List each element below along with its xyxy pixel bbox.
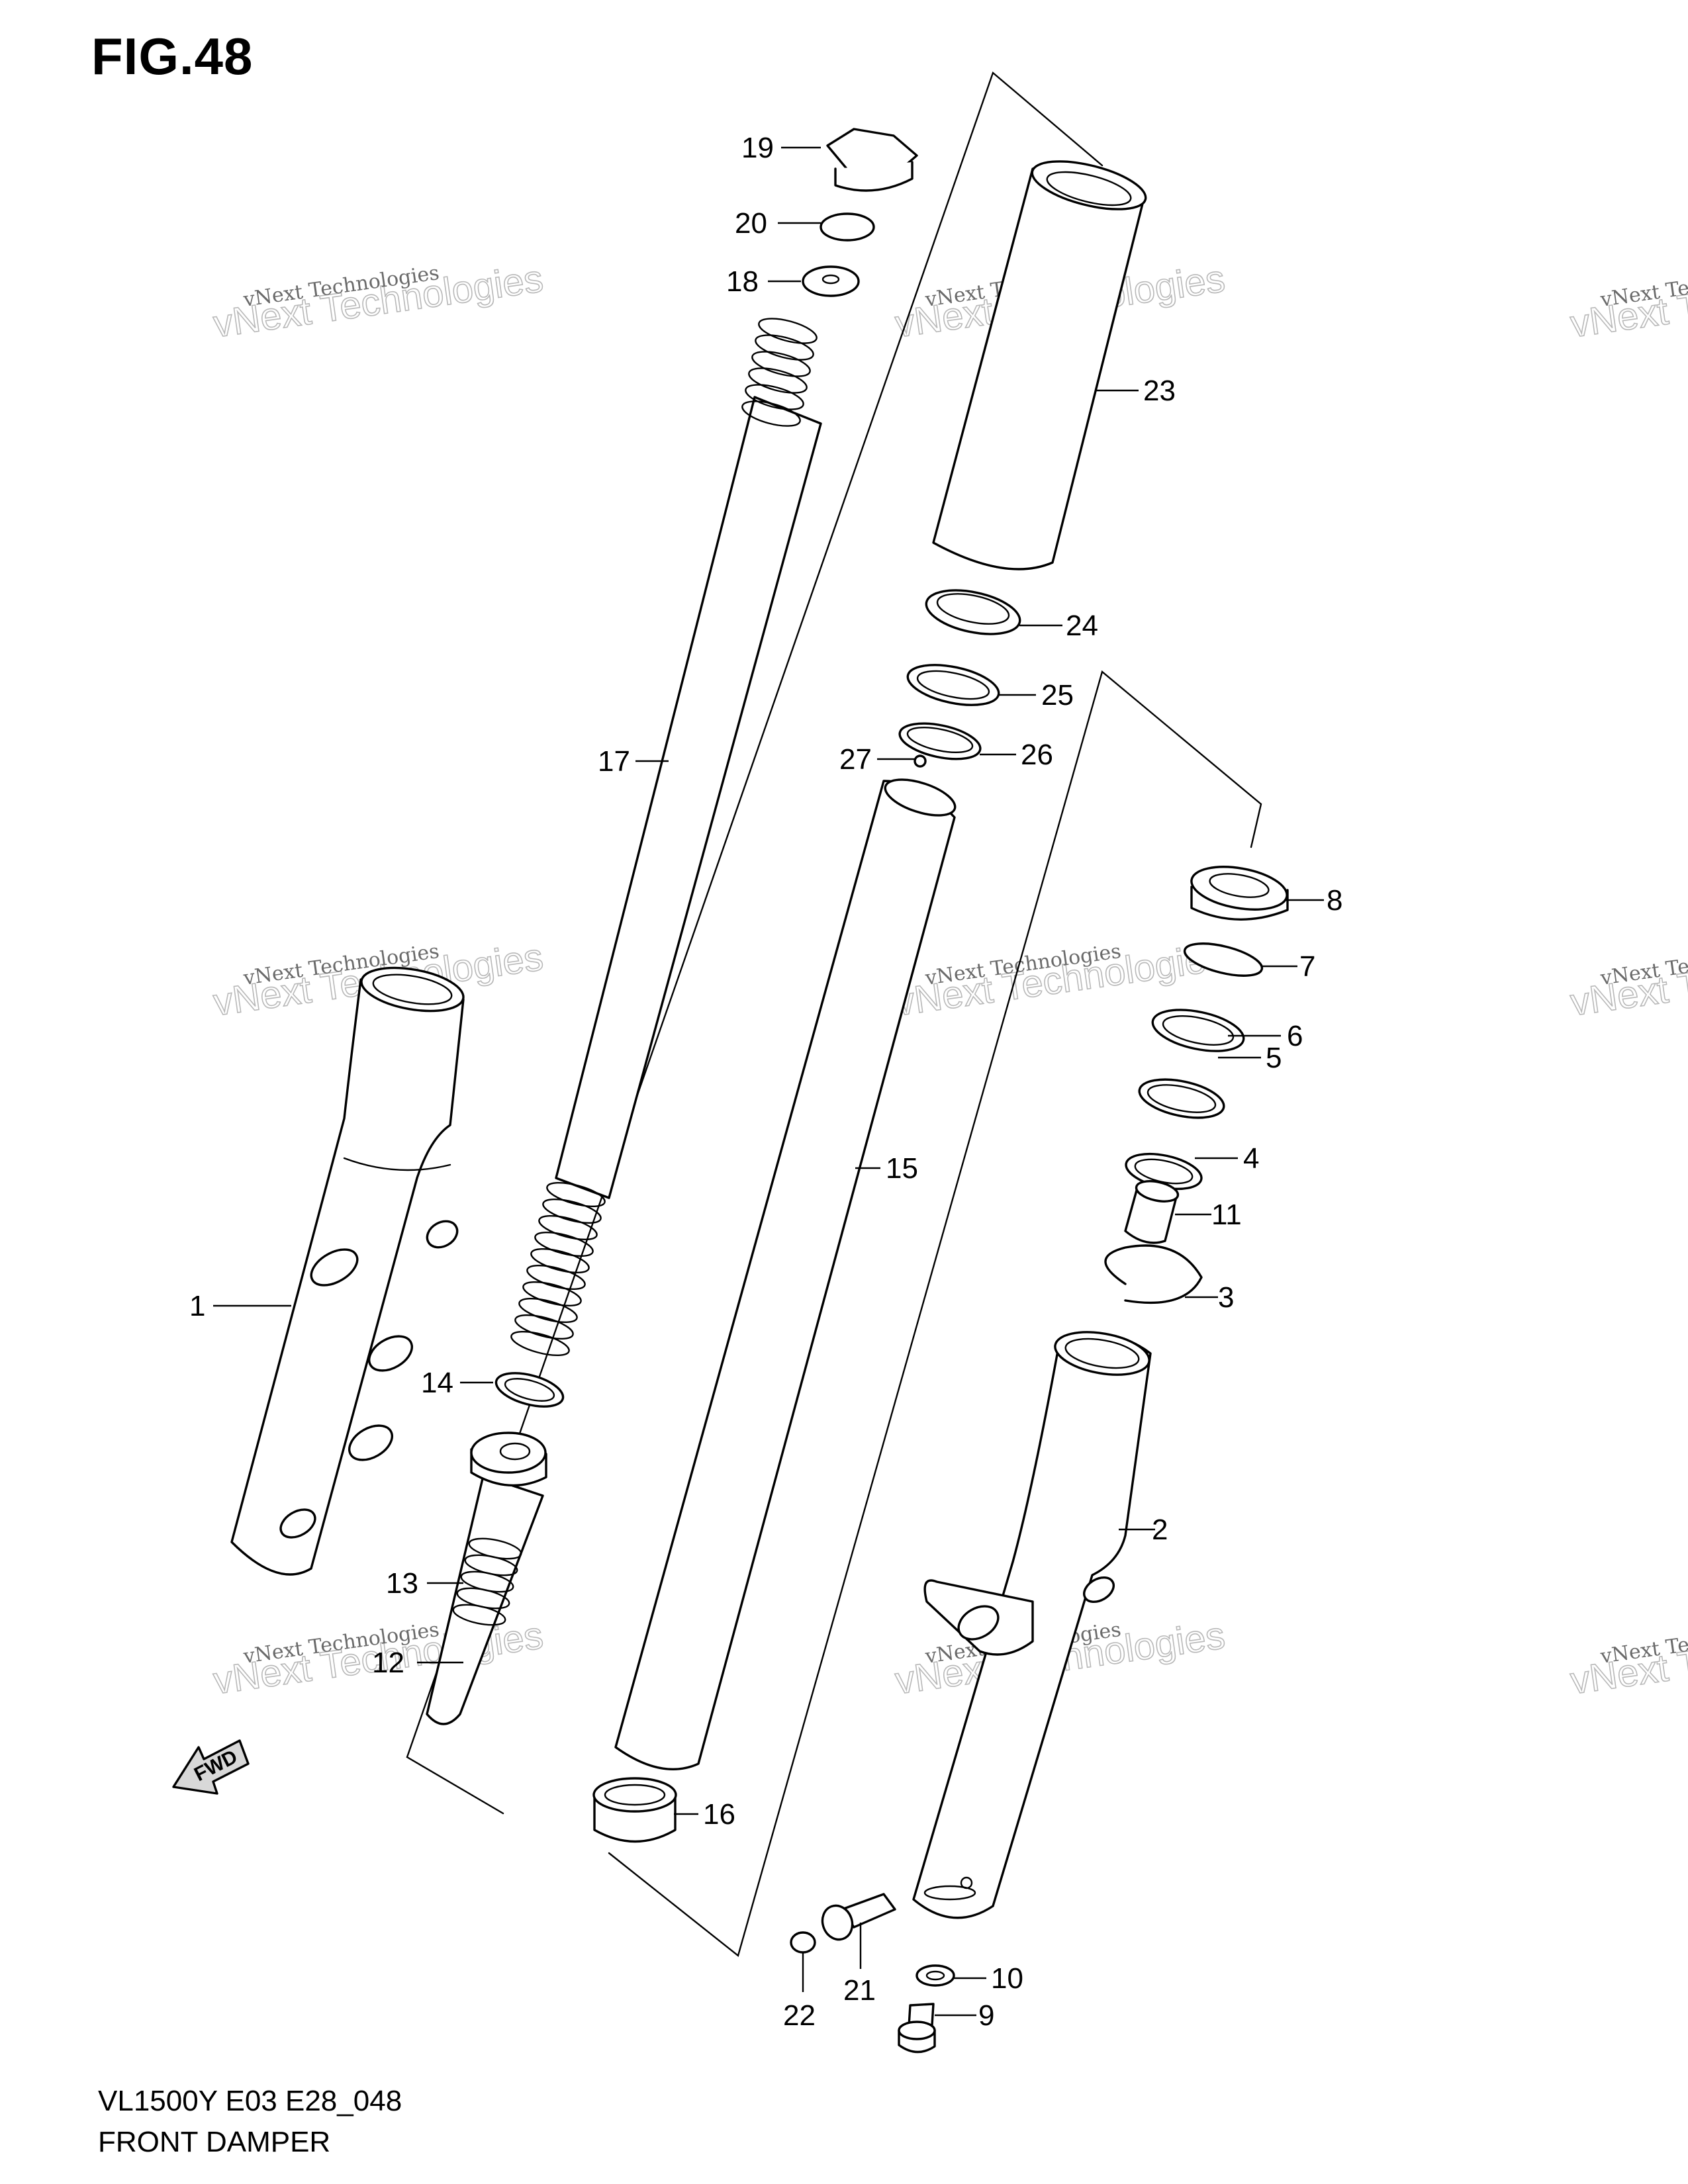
part-20-o-ring (820, 212, 875, 242)
watermark: vNext Technologies vNext Technologies (1568, 934, 1688, 1024)
part-14-seat (494, 1372, 565, 1408)
callout-25: 25 (1041, 679, 1074, 711)
callout-21: 21 (843, 1974, 876, 2007)
callout-17: 17 (598, 745, 630, 778)
part-26-oil-seal (898, 722, 982, 760)
part-13-rebound-spring (452, 1537, 522, 1626)
callout-12: 12 (372, 1647, 404, 1679)
callout-9: 9 (978, 1999, 994, 2032)
callout-3: 3 (1218, 1281, 1234, 1314)
callout-5: 5 (1266, 1042, 1282, 1074)
callout-15: 15 (886, 1152, 918, 1185)
part-5-oil-seal-retainer (1138, 1078, 1225, 1119)
part-11-oil-lock-piece (1124, 1180, 1180, 1244)
part-10-gasket (915, 1964, 955, 1987)
part-22-cap (790, 1931, 816, 1954)
part-18-washer (802, 265, 860, 297)
part-12-damper-cylinder (426, 1432, 547, 1725)
callout-16: 16 (703, 1798, 735, 1831)
leader-lines (213, 146, 1324, 2017)
footer-code: VL1500Y E03 E28_048 (98, 2085, 402, 2117)
part-23-outer-tube (932, 160, 1147, 570)
watermark: vNext Technologies vNext Technologies (1568, 256, 1688, 346)
part-1-outer-tube-right (230, 966, 465, 1576)
assembly-lines (406, 71, 1262, 1958)
watermark: vNext Technologies vNext Technologies (211, 256, 547, 346)
part-24-dust-seal (925, 589, 1021, 635)
part-27-spacer (914, 754, 927, 768)
callout-4: 4 (1243, 1142, 1259, 1175)
callout-2: 2 (1152, 1514, 1168, 1546)
upper-spring (741, 318, 818, 427)
callout-24: 24 (1066, 610, 1098, 642)
callout-1: 1 (189, 1290, 205, 1322)
part-8-dust-seal (1190, 866, 1289, 921)
part-3-circlip (1104, 1244, 1203, 1304)
callout-10: 10 (991, 1962, 1023, 1995)
part-9-drain-bolt (898, 2003, 936, 2054)
callout-8: 8 (1327, 884, 1342, 917)
callout-20: 20 (735, 207, 767, 240)
lower-assembly-outline (608, 670, 1262, 1958)
part-7-stopper-ring (1183, 942, 1264, 977)
part-15-inner-tube (614, 778, 957, 1771)
callout-11: 11 (1211, 1199, 1242, 1231)
footer-name: FRONT DAMPER (98, 2126, 331, 2158)
part-21-damper-rod-bolt (821, 1893, 896, 1941)
forward-direction-arrow: FWD (172, 1739, 250, 1795)
part-2-outer-tube-left (912, 1331, 1152, 1919)
lower-spring (510, 1181, 606, 1357)
watermark: vNext Technologies vNext Technologies (1568, 1613, 1688, 1703)
part-17-damper-rod (510, 318, 822, 1357)
callout-22: 22 (783, 1999, 816, 2032)
callout-6: 6 (1287, 1020, 1303, 1052)
callout-27: 27 (839, 743, 872, 776)
callout-26: 26 (1021, 739, 1053, 771)
callout-23: 23 (1143, 375, 1176, 407)
part-16-guide-bushing (592, 1777, 677, 1843)
upper-assembly-outline (406, 71, 1103, 1815)
part-6-oil-seal (1151, 1009, 1245, 1052)
part-19-cap-bolt (826, 128, 918, 192)
callout-labels: 1 2 3 4 5 6 7 8 9 10 11 12 13 14 15 16 1… (189, 132, 1342, 2032)
callout-18: 18 (726, 265, 759, 298)
callout-14: 14 (421, 1367, 453, 1399)
figure-title: FIG.48 (91, 27, 254, 85)
callout-19: 19 (741, 132, 774, 164)
part-25-stopper-ring (906, 664, 1000, 706)
callout-7: 7 (1299, 950, 1315, 983)
callout-13: 13 (386, 1567, 418, 1600)
